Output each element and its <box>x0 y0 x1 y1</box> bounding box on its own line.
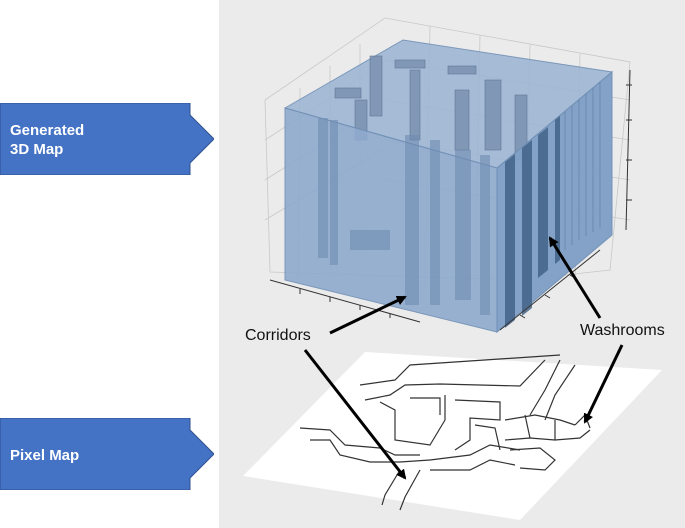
generated-label-line1: Generated <box>10 122 85 139</box>
corridors-arrow-down <box>303 349 407 480</box>
washrooms-arrow-down <box>583 344 624 424</box>
generated-3d-map-arrow <box>0 103 214 175</box>
generated-3d-map-label: Generated 3D Map <box>10 121 84 159</box>
pixel-map-label: Pixel Map <box>10 447 80 464</box>
block-arrow-right-icon <box>0 103 214 175</box>
corridors-arrow-up <box>329 295 407 335</box>
corridors-label: Corridors <box>245 327 311 344</box>
washrooms-arrow-up <box>548 236 602 319</box>
generated-label-line2: 3D Map <box>10 141 64 158</box>
pixel-map <box>243 352 662 520</box>
pointer-arrows <box>303 236 624 480</box>
generated-3d-map <box>264 17 632 334</box>
block-arrow-right-icon <box>0 418 214 490</box>
washrooms-label: Washrooms <box>580 322 665 339</box>
pixel-map-arrow <box>0 418 214 490</box>
